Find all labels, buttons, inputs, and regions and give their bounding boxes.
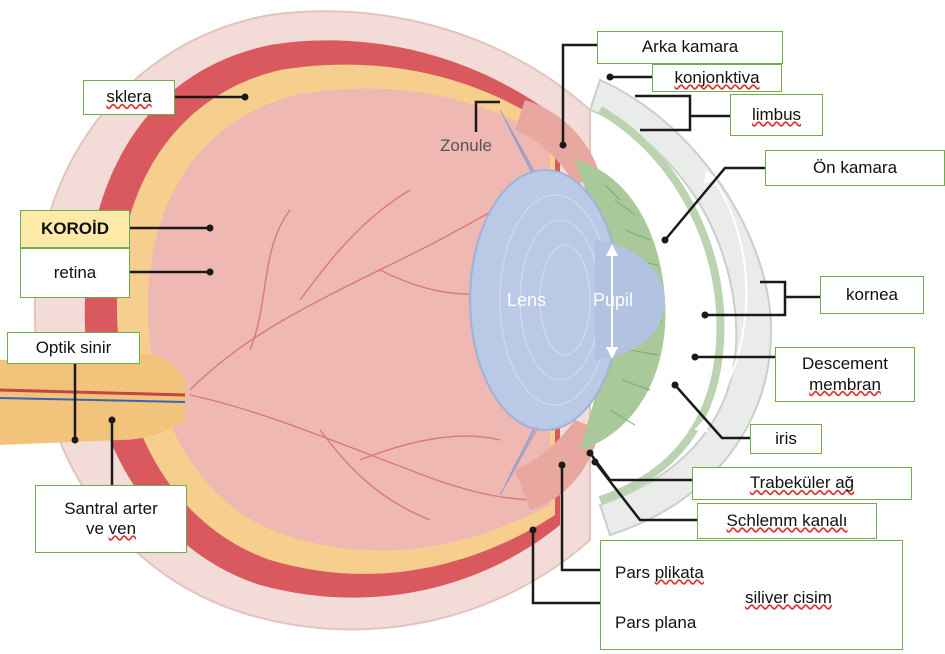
label-pars-plana: Pars plana: [615, 613, 696, 633]
label-descement: Descement membran: [775, 347, 915, 402]
label-siliver-cisim: siliver cisim: [745, 588, 832, 608]
lens-label: Lens: [507, 290, 546, 311]
label-kornea: kornea: [820, 276, 924, 314]
label-sklera: sklera: [83, 80, 175, 115]
label-pars-plikata: Pars plikata: [615, 563, 704, 583]
pupil-label: Pupil: [593, 290, 633, 311]
label-optik-sinir: Optik sinir: [7, 332, 140, 364]
label-santral-arter: Santral arter ve ven: [35, 485, 187, 553]
label-konjonktiva: konjonktiva: [652, 64, 782, 92]
label-retina: retina: [20, 248, 130, 298]
label-koroid: KOROİD: [20, 210, 130, 248]
label-trabekuler: Trabeküler ağ: [692, 467, 912, 500]
label-iris: iris: [750, 424, 822, 454]
label-on-kamara: Ön kamara: [765, 150, 945, 186]
label-schlemm: Schlemm kanalı: [697, 503, 877, 539]
label-arka-kamara: Arka kamara: [597, 31, 783, 64]
label-limbus: limbus: [730, 94, 823, 136]
zonule-label: Zonule: [440, 136, 492, 156]
